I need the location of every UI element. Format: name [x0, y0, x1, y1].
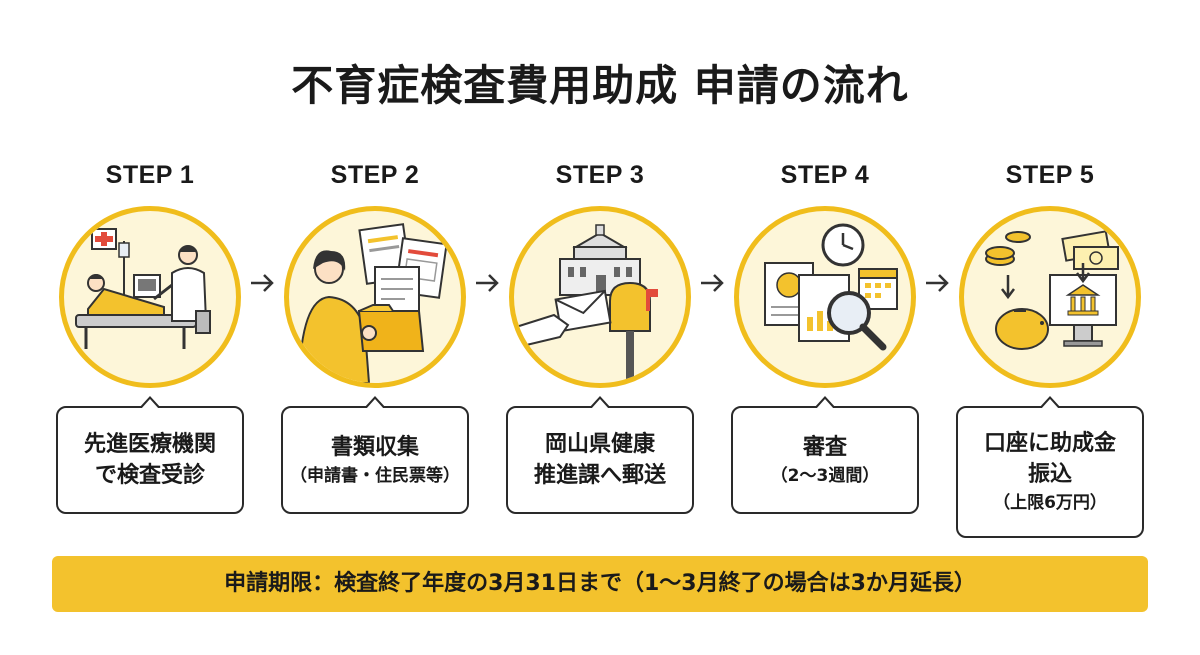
mail-to-office-icon [509, 206, 691, 388]
step-5-main-text: 口座に助成金 振込 [983, 431, 1116, 487]
step-3-label: STEP 3 [555, 161, 645, 189]
step-2: STEP 2 [275, 158, 475, 388]
step-3: STEP 3 [500, 158, 700, 388]
step-1-main-text: 先進医療機関 で検査受診 [83, 432, 216, 488]
step-4-main-text: 審査 [802, 434, 847, 460]
documents-folder-icon [284, 206, 466, 388]
step-2-description: 書類収集 （申請書・住民票等） [281, 396, 469, 514]
step-5-label: STEP 5 [1005, 161, 1095, 189]
arrow-right-icon [476, 274, 499, 292]
arrow-right-icon [926, 274, 949, 292]
step-1-label: STEP 1 [105, 161, 195, 189]
step-3-description: 岡山県健康 推進課へ郵送 [506, 396, 694, 514]
arrow-right-icon [701, 274, 724, 292]
step-2-sub-text: （申請書・住民票等） [290, 465, 460, 486]
review-magnifier-icon [734, 206, 916, 388]
step-5-sub-text: （上限6万円） [993, 493, 1107, 513]
deadline-banner: 申請期限：検査終了年度の3月31日まで（1〜3月終了の場合は3か月延長） [52, 556, 1148, 612]
step-4: STEP 4 [725, 158, 925, 388]
step-1: STEP 1 [50, 158, 250, 388]
step-4-label: STEP 4 [780, 161, 870, 189]
step-3-main-text: 岡山県健康 推進課へ郵送 [533, 432, 666, 488]
step-4-description: 審査 （2〜3週間） [731, 396, 919, 514]
step-2-label: STEP 2 [330, 161, 420, 189]
step-5: STEP 5 [950, 158, 1150, 388]
bank-transfer-icon [959, 206, 1141, 388]
step-1-description: 先進医療機関 で検査受診 [56, 396, 244, 514]
step-5-description: 口座に助成金 振込 （上限6万円） [956, 396, 1144, 538]
step-4-sub-text: （2〜3週間） [770, 465, 880, 486]
arrow-right-icon [251, 274, 274, 292]
clinic-exam-icon [59, 206, 241, 388]
page-title: 不育症検査費用助成 申請の流れ [291, 61, 909, 110]
step-2-main-text: 書類収集 [330, 434, 419, 460]
